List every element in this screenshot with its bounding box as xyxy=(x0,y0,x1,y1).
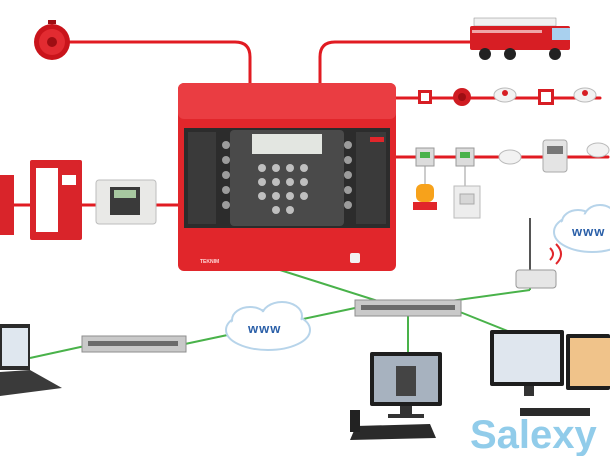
manual-call-point-icon xyxy=(538,89,554,105)
beacon-icon xyxy=(413,184,437,210)
laptop-icon xyxy=(0,324,62,396)
io-module-icon xyxy=(455,147,475,167)
gas-detector-icon xyxy=(542,139,568,173)
manual-call-point-icon xyxy=(418,90,432,104)
desktop-monitor-icon xyxy=(350,352,442,440)
sounder-icon xyxy=(453,88,471,106)
fire-alarm-panel-icon: TEKNIM xyxy=(178,83,396,271)
fire-truck-icon xyxy=(470,17,570,60)
wireless-router-icon xyxy=(515,218,562,289)
smoke-detector-icon xyxy=(498,149,522,165)
smoke-detector-icon xyxy=(493,87,517,103)
loop-devices-second-row xyxy=(413,139,610,219)
switch-module-icon xyxy=(453,185,481,219)
repeater-panel-icon xyxy=(0,160,157,240)
smoke-detector-icon xyxy=(586,142,610,158)
cloud-label-center: www xyxy=(247,321,281,336)
smoke-detector-icon xyxy=(573,87,597,103)
cloud-icon: www xyxy=(553,204,610,253)
watermark-text: Salexy xyxy=(470,413,598,456)
network-switch-icon xyxy=(81,335,187,353)
io-module-icon xyxy=(415,147,435,167)
cloud-icon: www xyxy=(225,301,311,351)
panel-brand: TEKNIM xyxy=(200,259,219,265)
fire-alarm-bell-icon xyxy=(34,20,70,60)
cloud-label-right: www xyxy=(571,224,605,239)
loop-devices-top-row xyxy=(418,87,597,106)
network-switch-icon xyxy=(354,299,462,317)
dual-monitor-workstation-icon xyxy=(490,330,610,416)
